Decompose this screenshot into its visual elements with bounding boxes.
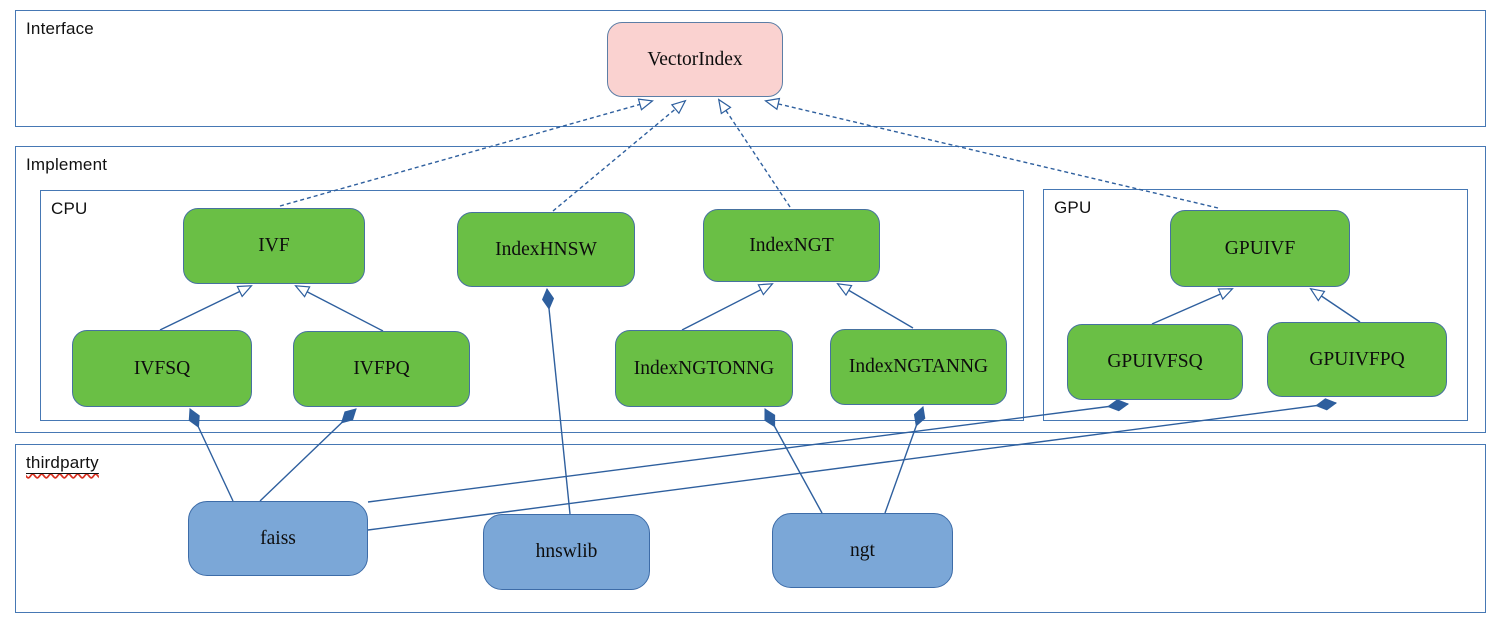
node-gpuivfsq-label: GPUIVFSQ: [1107, 351, 1203, 372]
container-implement-label: Implement: [26, 155, 108, 174]
node-indexngtanng-label: IndexNGTANNG: [848, 356, 989, 377]
node-vectorindex-label: VectorIndex: [647, 48, 743, 70]
node-faiss-label: faiss: [260, 527, 296, 549]
container-gpu-label: GPU: [1054, 198, 1092, 217]
node-ivfsq-label: IVFSQ: [133, 357, 191, 379]
node-gpuivf: GPUIVF: [1170, 210, 1350, 287]
node-vectorindex: VectorIndex: [607, 22, 783, 97]
node-ivfsq: IVFSQ: [72, 330, 252, 407]
node-gpuivfpq: GPUIVFPQ: [1267, 322, 1447, 397]
node-indexngtanng: IndexNGTANNG: [830, 329, 1007, 405]
node-gpuivfsq: GPUIVFSQ: [1067, 324, 1243, 400]
node-indexngt-label: IndexNGT: [749, 234, 834, 256]
node-ivf: IVF: [183, 208, 365, 284]
node-ngt: ngt: [772, 513, 953, 588]
node-indexngtonng-label: IndexNGTONNG: [633, 357, 775, 379]
node-indexngt: IndexNGT: [703, 209, 880, 282]
container-interface-label: Interface: [26, 19, 94, 38]
container-cpu-label: CPU: [51, 199, 88, 218]
node-indexhnsw-label: IndexHNSW: [495, 238, 597, 260]
node-ivfpq: IVFPQ: [293, 331, 470, 407]
container-thirdparty-label: thirdparty: [26, 453, 99, 472]
node-indexhnsw: IndexHNSW: [457, 212, 635, 287]
node-hnswlib: hnswlib: [483, 514, 650, 590]
node-hnswlib-label: hnswlib: [535, 541, 598, 562]
node-ngt-label: ngt: [850, 539, 875, 561]
node-gpuivf-label: GPUIVF: [1224, 237, 1296, 259]
node-ivfpq-label: IVFPQ: [353, 358, 410, 379]
node-gpuivfpq-label: GPUIVFPQ: [1309, 348, 1405, 370]
node-ivf-label: IVF: [258, 235, 290, 256]
node-faiss: faiss: [188, 501, 368, 576]
node-indexngtonng: IndexNGTONNG: [615, 330, 793, 407]
